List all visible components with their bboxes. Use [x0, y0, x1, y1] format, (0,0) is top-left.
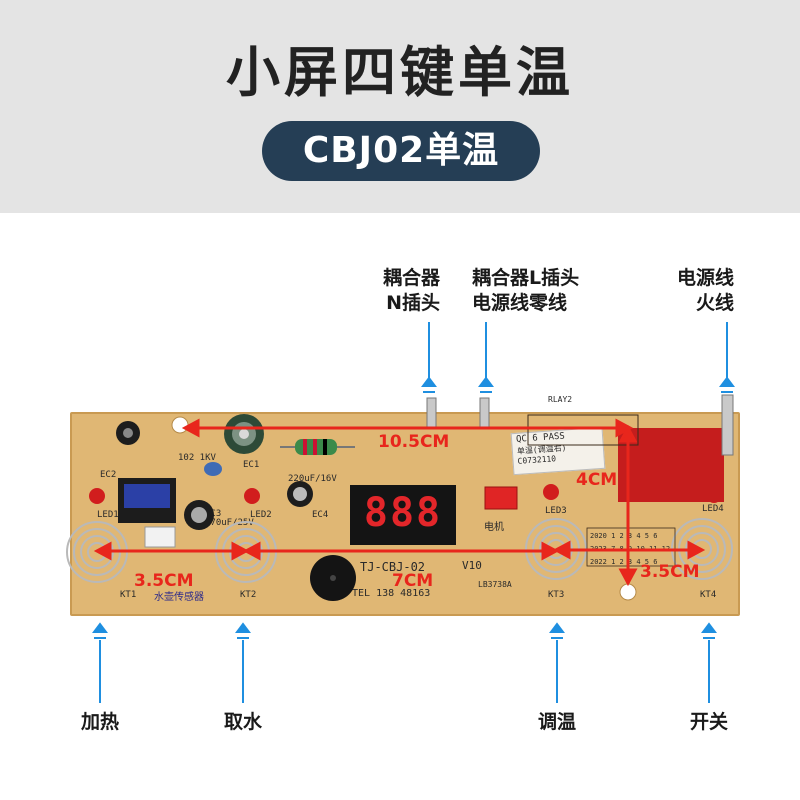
kt4-label: KT4 [700, 590, 717, 600]
ec2-label: EC2 [100, 470, 117, 480]
relay-label: RLAY2 [548, 395, 573, 404]
res-value: 102 1KV [178, 453, 216, 463]
measurement-lines [93, 418, 706, 587]
model-badge: CBJ02单温 [262, 121, 540, 181]
seven-seg-display [350, 485, 456, 545]
display-digits: 888 [363, 490, 443, 536]
page-title: 小屏四键单温 [226, 41, 574, 104]
model-print: TJ-CBJ-02 [360, 560, 426, 574]
capacitor-ec3 [184, 500, 214, 530]
sensor-connector [144, 526, 176, 548]
capacitor-ec1 [224, 414, 264, 454]
label-coupler-l: 耦合器L插头电源线零线 [472, 267, 580, 314]
date-grid [586, 527, 676, 567]
grid-row-3: 2022 1 2 3 4 5 6 [590, 558, 658, 566]
cap2-value: 470uF/25V [205, 518, 254, 528]
inductor [280, 439, 355, 455]
label-heat: 加热 [80, 711, 119, 733]
led4-label: LED4 [702, 504, 724, 514]
mount-hole-right [619, 583, 637, 601]
phone-print: TEL 138 48163 [352, 588, 431, 599]
version-print: V10 [462, 559, 482, 572]
ec4-label: EC4 [312, 510, 329, 520]
terminal-n [426, 397, 437, 429]
led2-label: LED2 [250, 510, 272, 520]
top-arrows [421, 322, 735, 393]
capacitor-ec2 [116, 421, 140, 445]
bottom-arrows [92, 622, 717, 703]
label-water: 取水 [223, 711, 262, 733]
kt2-label: KT2 [240, 590, 257, 600]
label-temp: 调温 [537, 711, 576, 733]
cap-value: 220uF/16V [288, 474, 337, 484]
led3-label: LED3 [545, 506, 567, 516]
led2 [244, 488, 260, 504]
terminal-l [479, 397, 490, 429]
kt3-label: KT3 [548, 590, 565, 600]
part-code: LB3738A [478, 580, 512, 589]
label-switch: 开关 [689, 711, 728, 733]
ec1-label: EC1 [243, 460, 260, 470]
led1-label: LED1 [97, 510, 119, 520]
led3 [543, 484, 559, 500]
mount-hole-left [171, 416, 189, 434]
relay-outline [527, 414, 639, 446]
terminal-live [721, 394, 734, 456]
led1 [89, 488, 105, 504]
measure-top-span: 10.5CM [378, 432, 450, 452]
capacitor-ec4 [287, 481, 313, 507]
sensor-print: 水壶传感器 [154, 592, 204, 603]
ceramic-cap [204, 462, 222, 476]
motor-connector [484, 486, 518, 510]
measure-right-gap: 3.5CM [640, 562, 700, 582]
measure-right-vertical: 4CM [576, 470, 618, 490]
kt1-label: KT1 [120, 590, 137, 600]
measure-left-gap: 3.5CM [134, 571, 194, 591]
label-power-live: 电源线火线 [676, 267, 734, 314]
measure-mid-gap: 7CM [392, 571, 434, 591]
motor-label: 电机 [484, 522, 504, 533]
grid-row-1: 2020 1 2 3 4 5 6 [590, 532, 658, 540]
transformer [118, 478, 176, 523]
